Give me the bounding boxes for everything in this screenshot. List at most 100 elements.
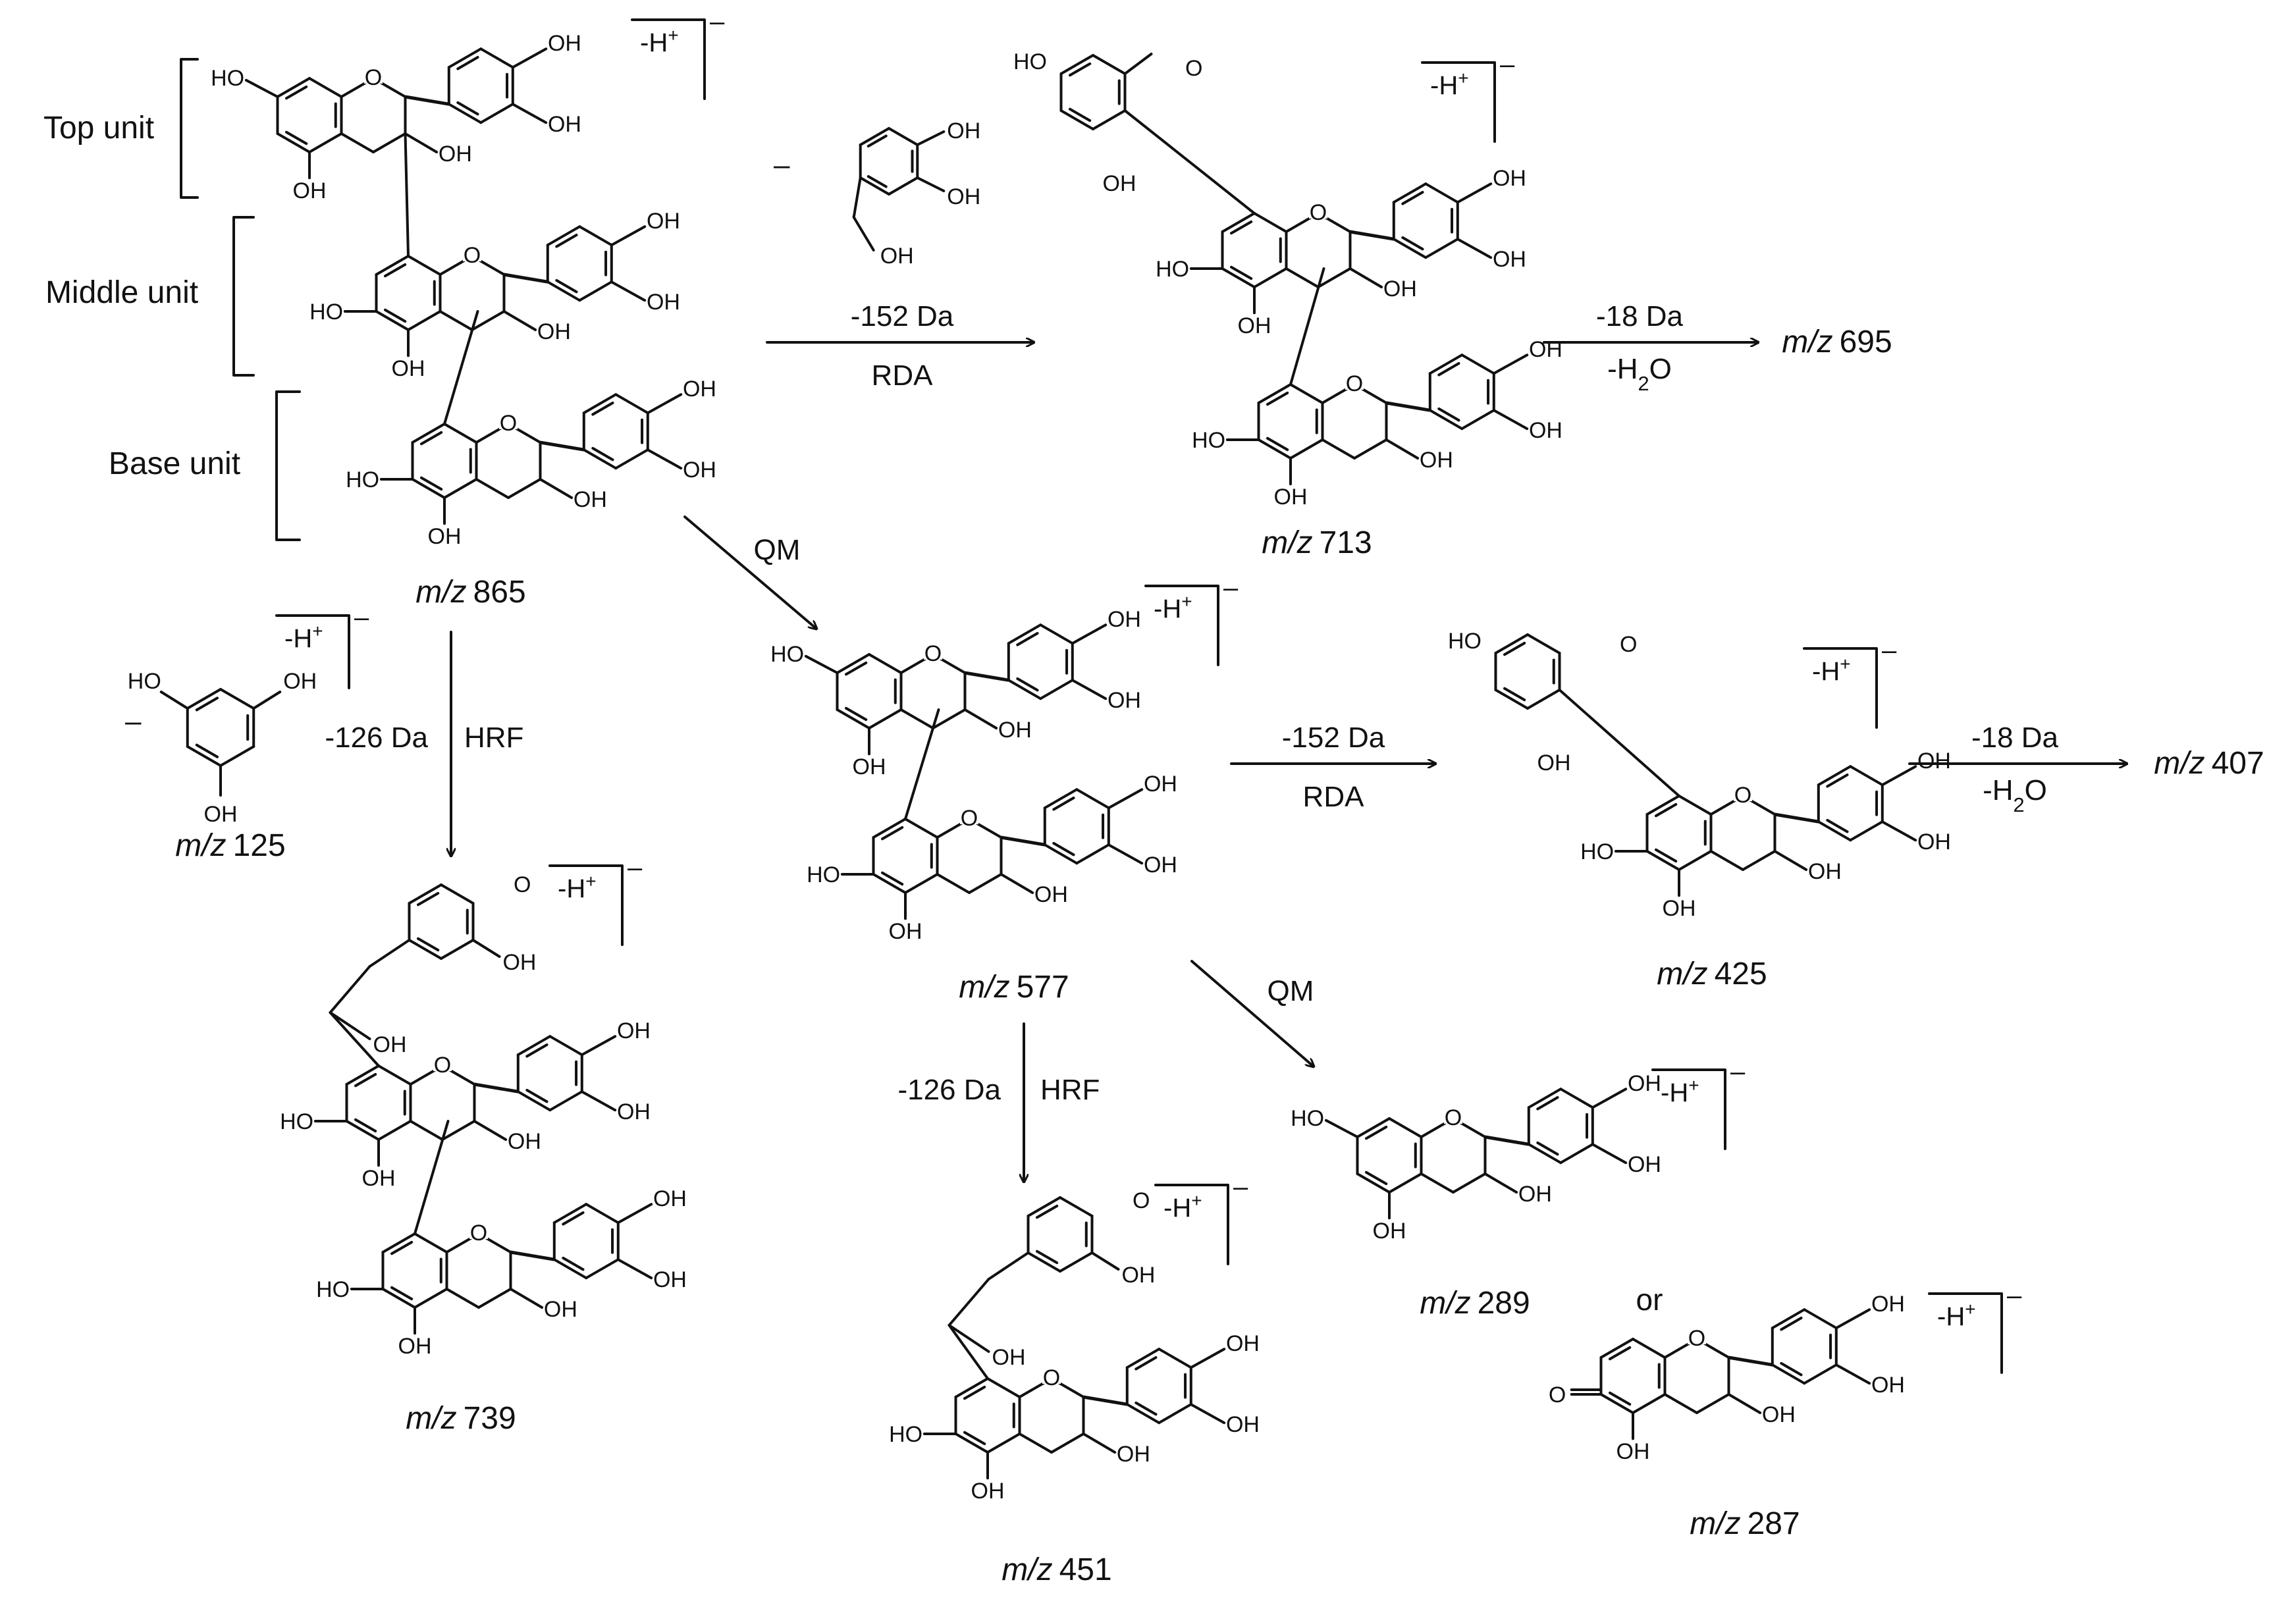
ring-bond <box>516 1035 552 1057</box>
vinyl-bond <box>948 1278 990 1327</box>
vinyl-bond <box>852 216 875 251</box>
m451-unit-a-ring <box>954 1377 1021 1454</box>
hydroxyl-label: HO <box>280 1109 313 1134</box>
interflavan-bond-4-8 <box>404 132 410 257</box>
ring-double-bond <box>1069 107 1092 122</box>
ring-bond <box>1039 679 1074 700</box>
m577-upper-unit-b-ring <box>1007 623 1074 700</box>
ring-double-bond <box>1266 391 1289 406</box>
charge-plus: + <box>1840 654 1850 674</box>
charge-minus: – <box>710 7 725 36</box>
o-mask <box>959 804 978 824</box>
hydroxyl-label: OH <box>439 142 472 167</box>
ring-bond <box>506 478 542 499</box>
oh-bond <box>646 448 683 470</box>
ring-bond <box>1803 1363 1838 1385</box>
water-arrow-1-top: -18 Da <box>1596 300 1684 332</box>
ring-double-bond <box>1437 407 1460 422</box>
charge-text: -H+ <box>558 871 597 904</box>
m287-quinone-a-ring <box>1599 1338 1667 1414</box>
ring-double-bond <box>1052 841 1075 856</box>
c3-oh-bond <box>509 1288 544 1309</box>
vinyl-bond <box>852 176 862 219</box>
ring-bond <box>552 1258 588 1280</box>
ring-bond <box>1257 383 1292 404</box>
c2-b-bond <box>1775 812 1819 824</box>
ring-bond <box>186 688 222 710</box>
hydroxyl-label: OH <box>1808 859 1842 884</box>
m739-upper-unit-c-ring <box>409 1051 476 1141</box>
ring-double-bond <box>285 85 308 100</box>
hydroxyl-label: OH <box>853 754 886 779</box>
oh-bond <box>616 1203 653 1225</box>
ring-bond <box>1027 1196 1061 1217</box>
o-mask <box>462 242 481 261</box>
charge-label: -H <box>1430 71 1458 100</box>
ring-double-bond <box>390 1286 414 1301</box>
middle-unit-bracket <box>232 216 255 377</box>
ring-double-bond <box>1536 1141 1559 1156</box>
c3-oh-bond <box>404 132 439 153</box>
base-unit-b-ring <box>582 393 649 470</box>
rda-arrow-1-top: -152 Da <box>851 300 954 332</box>
hydroxyl-label: HO <box>346 467 379 492</box>
hydroxyl-label: OH <box>537 319 571 344</box>
ring-bond <box>1771 1363 1806 1385</box>
oh-bond <box>916 176 946 192</box>
charge-bracket-287 <box>1928 1292 2003 1374</box>
c7-oh-bond <box>244 78 279 98</box>
water-sub: 2 <box>2014 793 2025 816</box>
ring-bond <box>585 1203 620 1225</box>
ring-bond <box>1817 765 1852 787</box>
top-unit-b-ring <box>447 47 514 124</box>
ring-bond <box>1527 1088 1562 1109</box>
ring-bond <box>445 1288 480 1309</box>
ring-bond <box>479 103 514 124</box>
ring-bond <box>1039 623 1074 645</box>
ring-bond <box>1043 843 1079 865</box>
m577-lower-unit-a-ring <box>872 818 939 894</box>
hydroxyl-label: OH <box>293 178 327 203</box>
ring-bond <box>308 132 343 153</box>
m739-lower-unit-b-ring <box>552 1203 620 1280</box>
charge-minus: – <box>627 853 643 882</box>
m713-lower-unit-b-ring <box>1428 354 1495 431</box>
ring-bond <box>1645 850 1680 871</box>
hydroxyl-label: HO <box>770 642 804 667</box>
ring-double-bond <box>384 263 407 278</box>
c3-oh-bond <box>1385 438 1420 460</box>
m451-unit-c-ring <box>1018 1364 1085 1454</box>
ring-bond <box>1392 182 1428 204</box>
loss-minus: – <box>774 149 790 181</box>
ring-bond <box>1075 788 1110 810</box>
m739-upper-unit-a-ring <box>345 1065 412 1141</box>
ring-double-bond <box>195 743 219 758</box>
vinyl-bond <box>987 1251 1030 1280</box>
hydroxyl-label: OH <box>1537 751 1571 776</box>
ring-double-bond <box>456 101 479 116</box>
c2-b-bond <box>965 671 1009 682</box>
oh-bond <box>646 393 683 415</box>
ring-bond <box>447 103 483 124</box>
ring-bond <box>1849 765 1884 787</box>
oh-bond <box>1492 354 1529 375</box>
oh-bond <box>616 1258 653 1280</box>
o-mask <box>498 409 518 429</box>
mz-prefix: m/z <box>406 1401 456 1436</box>
ring-bond <box>441 1120 476 1141</box>
hydroxyl-label: HO <box>1192 428 1225 453</box>
ring-double-bond <box>562 1211 585 1226</box>
charge-label: -H <box>1937 1302 1965 1331</box>
ring-bond <box>986 1433 1021 1454</box>
ring-bond <box>1092 54 1127 75</box>
interflavan-bond-4-8 <box>1289 267 1325 386</box>
hydroxyl-label: OH <box>1238 313 1271 338</box>
ring-bond <box>1392 238 1428 259</box>
mz-value: 407 <box>2212 746 2264 781</box>
qm-arrow-1-label: QM <box>754 534 801 566</box>
water-minus-h: -H <box>1607 353 1638 385</box>
charge-text: -H+ <box>1661 1075 1699 1108</box>
